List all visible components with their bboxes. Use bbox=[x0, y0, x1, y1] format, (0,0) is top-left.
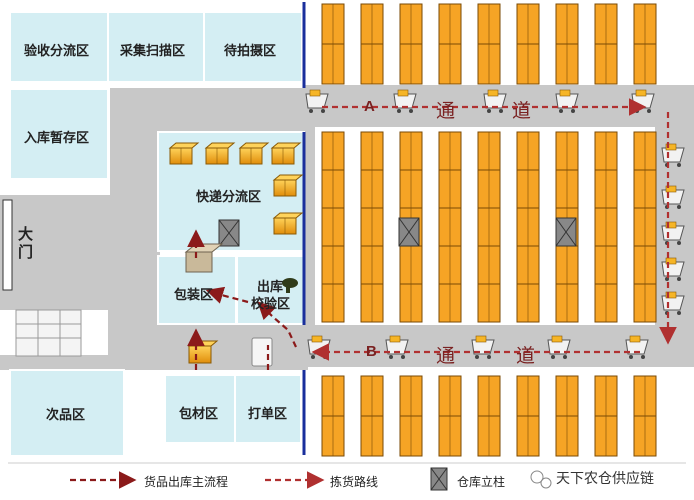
legend bbox=[70, 467, 448, 491]
zone-label-outbound-check-line1: 出库 bbox=[257, 279, 284, 294]
shelf-rack bbox=[438, 375, 462, 457]
shelf-rack bbox=[516, 131, 540, 323]
picking-cart-icon bbox=[547, 335, 571, 359]
shelf-rack bbox=[360, 131, 384, 323]
gate-marker bbox=[2, 199, 13, 291]
zone-pending-photo bbox=[203, 11, 303, 83]
shelf-rack bbox=[360, 375, 384, 457]
shelf-rack bbox=[438, 3, 462, 85]
warehouse-pillars bbox=[218, 217, 577, 247]
aisle-a-letter: A bbox=[364, 98, 375, 115]
shelf-rack bbox=[477, 131, 501, 323]
zone-receiving bbox=[9, 11, 109, 83]
zone-inbound-staging bbox=[9, 88, 109, 180]
parcel-box-icon bbox=[270, 142, 302, 165]
shelf-rack bbox=[399, 3, 423, 85]
shelf-rack bbox=[321, 131, 345, 323]
scanner-icon bbox=[282, 278, 298, 293]
zone-label-express-sort: 快递分流区 bbox=[196, 189, 262, 204]
shelf-rack bbox=[438, 131, 462, 323]
aisle-a-char-1: 通 bbox=[436, 100, 456, 122]
shelf-rack bbox=[321, 375, 345, 457]
legend-main-flow-label: 货品出库主流程 bbox=[144, 475, 229, 489]
shelf-rack bbox=[633, 375, 657, 457]
wechat-icon bbox=[530, 470, 552, 489]
zone-label-packing: 包装区 bbox=[174, 287, 214, 302]
shelf-rack bbox=[633, 3, 657, 85]
shelf-rack bbox=[516, 375, 540, 457]
aisle-b-letter: B bbox=[366, 343, 377, 360]
main-outbound-flow bbox=[187, 229, 297, 370]
zone-defective bbox=[9, 369, 125, 457]
pillar-icon bbox=[555, 217, 577, 247]
zone-label-materials: 包材区 bbox=[179, 406, 219, 421]
pillar-icon bbox=[398, 217, 420, 247]
picking-route bbox=[311, 98, 677, 361]
zone-label-outbound-check-line2: 校验区 bbox=[251, 296, 291, 311]
pillar-icon bbox=[218, 219, 240, 247]
zone-collect-scan bbox=[107, 11, 205, 83]
shelf-rack bbox=[399, 375, 423, 457]
zone-label-receiving: 验收分流区 bbox=[24, 43, 90, 58]
zone-label-printing: 打单区 bbox=[248, 406, 288, 421]
shelf-rack bbox=[555, 375, 579, 457]
zone-label-gate: 大门 bbox=[18, 226, 34, 261]
floor-area bbox=[0, 85, 694, 370]
zone-label-defective: 次品区 bbox=[46, 407, 86, 422]
shelf-rack bbox=[555, 3, 579, 85]
picking-cart-icon bbox=[625, 335, 649, 359]
printer-paper-icon bbox=[251, 337, 273, 367]
aisle-b-char-2: 道 bbox=[516, 345, 536, 367]
legend-pillar-label: 仓库立柱 bbox=[457, 475, 506, 489]
shelf-rack bbox=[477, 3, 501, 85]
parcel-box-icon bbox=[272, 212, 304, 235]
zone-boxes bbox=[9, 11, 305, 457]
shelf-rack bbox=[594, 375, 618, 457]
shelf-rack bbox=[321, 3, 345, 85]
express-parcel-icons bbox=[168, 142, 304, 235]
legend-pillar-icon bbox=[430, 467, 448, 491]
parcel-box-icon bbox=[238, 142, 270, 165]
shelf-rack bbox=[360, 3, 384, 85]
shelf-rack bbox=[633, 131, 657, 323]
legend-picking-route-label: 拣货路线 bbox=[330, 475, 379, 489]
shelf-rack bbox=[477, 375, 501, 457]
aisle-b-char-1: 通 bbox=[436, 345, 456, 367]
parcel-box-icon bbox=[168, 142, 200, 165]
picking-cart-icon bbox=[471, 335, 495, 359]
shelf-rack bbox=[594, 131, 618, 323]
picking-cart-icon bbox=[661, 143, 685, 167]
parcel-box-icon bbox=[272, 174, 304, 197]
zone-label-collect-scan: 采集扫描区 bbox=[120, 43, 186, 58]
picking-cart-icon bbox=[393, 89, 417, 113]
zone-label-inbound-staging: 入库暂存区 bbox=[24, 130, 90, 145]
shelving-racks bbox=[321, 3, 657, 457]
zone-printing bbox=[234, 374, 302, 444]
aisle-a-char-2: 道 bbox=[512, 100, 532, 122]
zone-label-pending-photo: 待拍摄区 bbox=[224, 43, 277, 58]
watermark-text: 天下农仓供应链 bbox=[556, 470, 654, 486]
defective-stock-icon bbox=[15, 309, 82, 357]
shelf-rack bbox=[516, 3, 540, 85]
picking-cart-icon bbox=[385, 335, 409, 359]
shelf-rack bbox=[594, 3, 618, 85]
parcel-box-icon bbox=[204, 142, 236, 165]
